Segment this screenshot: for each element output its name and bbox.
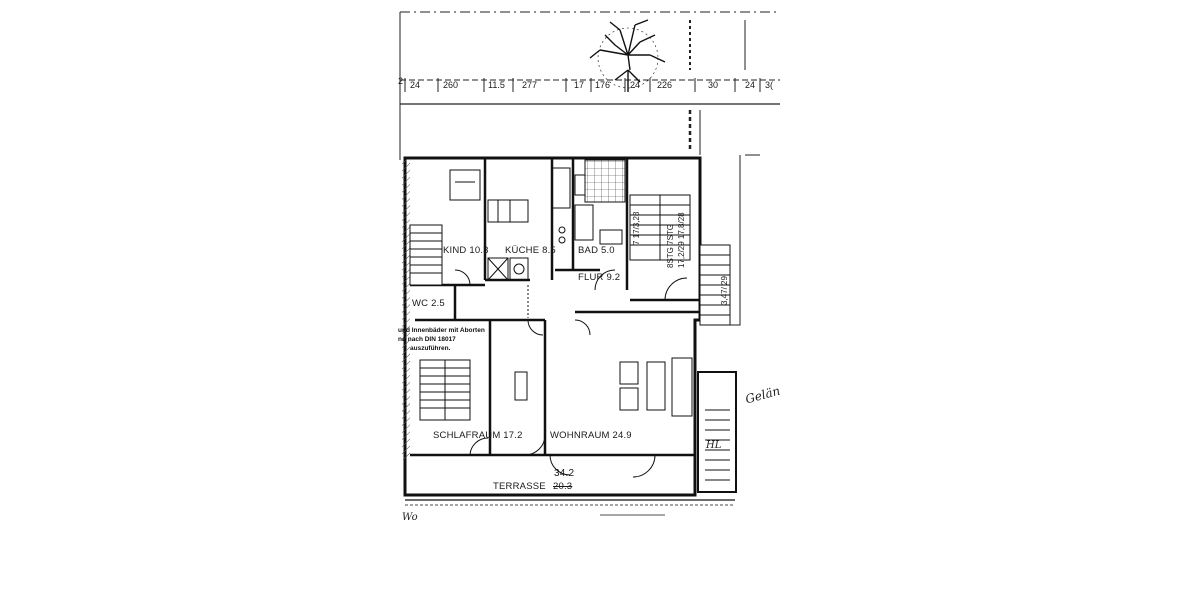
door-swings bbox=[454, 269, 688, 478]
site-boundary bbox=[399, 11, 780, 160]
room-label-wc: WC 2.5 bbox=[412, 298, 445, 309]
stair-label: 17,2/29 17,8/28 bbox=[677, 212, 686, 268]
terrace bbox=[405, 499, 735, 516]
note-line: und Innenbäder mit Aborten bbox=[398, 327, 485, 334]
stair-label: 8STG 7STG bbox=[666, 223, 675, 268]
note-line: auszuführen. bbox=[410, 345, 451, 352]
dim-label: 24 bbox=[745, 80, 756, 90]
dim-label: 30 bbox=[708, 80, 719, 90]
staircase-right bbox=[699, 244, 731, 326]
dim-label: 260 bbox=[443, 80, 459, 90]
room-label-kind: KIND 10.3 bbox=[443, 245, 489, 256]
exterior-walls bbox=[402, 156, 702, 497]
dim-label: 11.5 bbox=[488, 80, 505, 90]
staircase-center bbox=[629, 194, 691, 261]
room-label-wohnraum: WOHNRAUM 24.9 bbox=[550, 430, 632, 441]
room-label-schlafraum: SCHLAFRAUM 17.2 bbox=[433, 430, 523, 441]
dim-label: 24 bbox=[630, 80, 641, 90]
living-furniture bbox=[514, 357, 693, 417]
dim-label: 3( bbox=[765, 80, 774, 90]
staircase-bottom-left bbox=[419, 359, 471, 421]
staircase-left bbox=[409, 224, 443, 286]
kind-furniture bbox=[449, 169, 481, 201]
room-label-bad: BAD 5.0 bbox=[578, 245, 615, 256]
room-label-flur: FLUR 9.2 bbox=[578, 272, 621, 283]
note-line: nd nach DIN 18017 bbox=[398, 336, 456, 343]
terrace-area-old: 20.3 bbox=[553, 481, 573, 492]
stair-label: 3,47/ 29 bbox=[720, 276, 729, 305]
dim-label: 2 bbox=[398, 76, 404, 86]
handwritten-label: HL bbox=[706, 440, 722, 451]
regulation-note: und Innenbäder mit Aborten nd nach DIN 1… bbox=[398, 326, 485, 353]
kitchen-fixtures bbox=[487, 167, 571, 281]
tree-symbol bbox=[589, 19, 666, 92]
room-label-kueche: KÜCHE 8.5 bbox=[505, 245, 556, 256]
dim-label: 176 bbox=[595, 80, 611, 90]
terrace-area-new: 34.2 bbox=[554, 468, 575, 479]
bathroom-fixtures bbox=[574, 159, 626, 245]
dim-label: 17 bbox=[574, 80, 585, 90]
dim-label: 277 bbox=[522, 80, 538, 90]
exterior-stair bbox=[697, 371, 737, 493]
dim-label: 226 bbox=[657, 80, 673, 90]
dim-label: 24 bbox=[410, 80, 421, 90]
handwritten-label: Wo bbox=[402, 512, 418, 523]
stair-label: 7 17/3,28 bbox=[632, 211, 641, 245]
terrace-label: TERRASSE bbox=[493, 481, 546, 492]
